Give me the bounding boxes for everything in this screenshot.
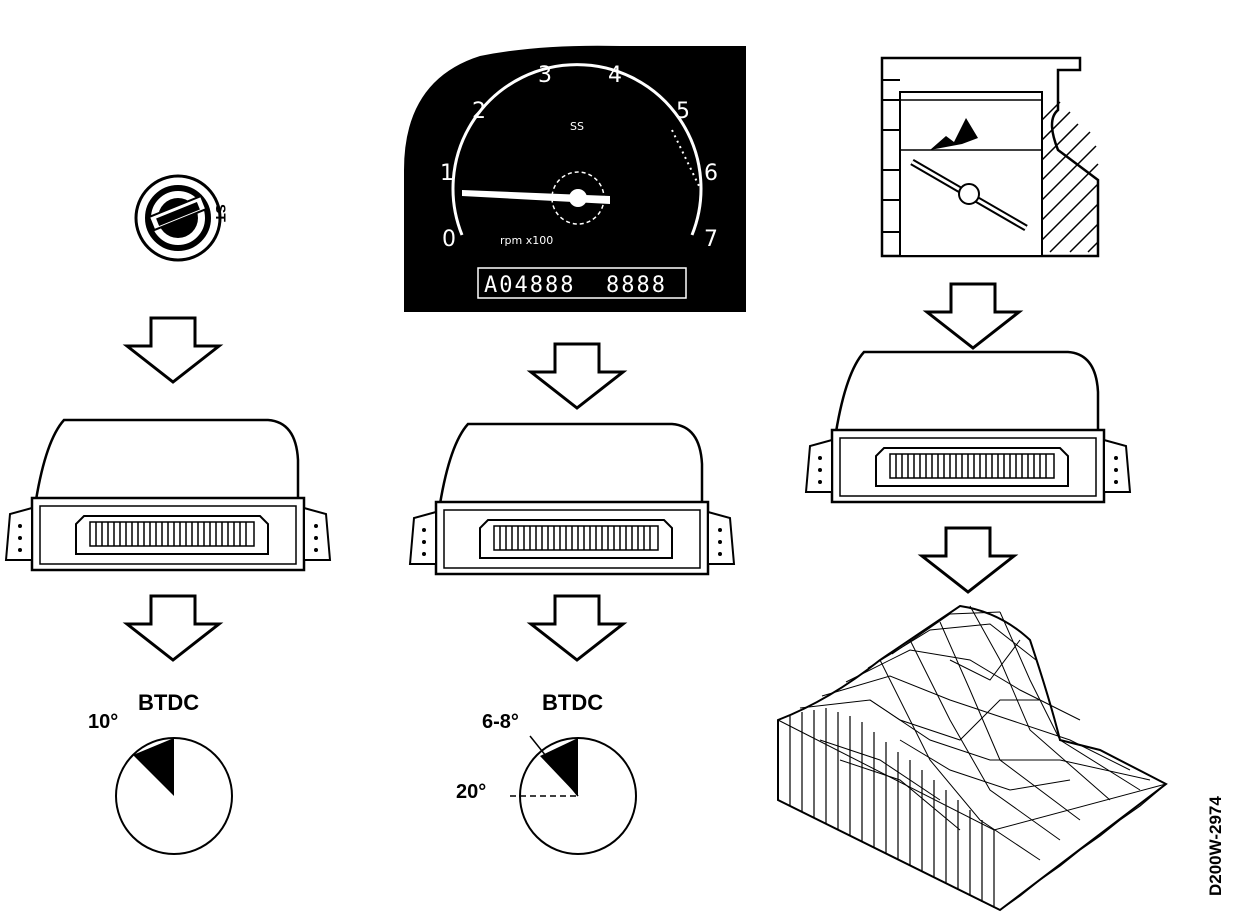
engine-control-unit [804,350,1132,504]
engine-control-unit [408,422,736,576]
ignition-map-3d-surface [777,604,1168,912]
key-start-mark: ST [213,204,229,222]
figure-code: D200W-2974 [1206,796,1225,896]
arrow-down-icon [529,594,625,662]
advance-angle-label: 10° [88,711,118,733]
btdc-label: BTDC [138,690,199,715]
trip-display: 8888 [606,273,667,298]
arrow-down-icon [125,316,221,384]
arrow-down-icon [529,342,625,410]
arrow-down-icon [125,594,221,662]
arrow-down-icon [925,282,1021,350]
engine-control-unit [4,418,332,572]
tachometer: 0 1 2 3 4 5 6 7 SS rpm x100 A04888 8888 [404,45,746,312]
tick-7: 7 [704,227,718,252]
timing-disc-left: BTDC 10° [88,690,233,855]
btdc-label: BTDC [542,690,603,715]
tick-2: 2 [472,99,486,124]
odometer-display: A04888 [484,273,575,298]
throttle-body [880,56,1100,258]
advance-angle-label: 6-8° [482,711,519,733]
arrow-down-icon [920,526,1016,594]
tick-6: 6 [704,161,718,186]
tick-4: 4 [608,63,622,88]
tick-1: 1 [440,161,454,186]
tacho-unit: rpm x100 [500,234,553,247]
svg-text:0: 0 [442,227,456,252]
ignition-key-switch: ST [134,174,229,262]
dashed-angle-label: 20° [456,781,486,803]
tacho-brand: SS [570,120,584,133]
timing-disc-middle: BTDC 6-8° 20° [456,690,637,855]
tick-3: 3 [538,63,552,88]
tick-5: 5 [676,99,690,124]
